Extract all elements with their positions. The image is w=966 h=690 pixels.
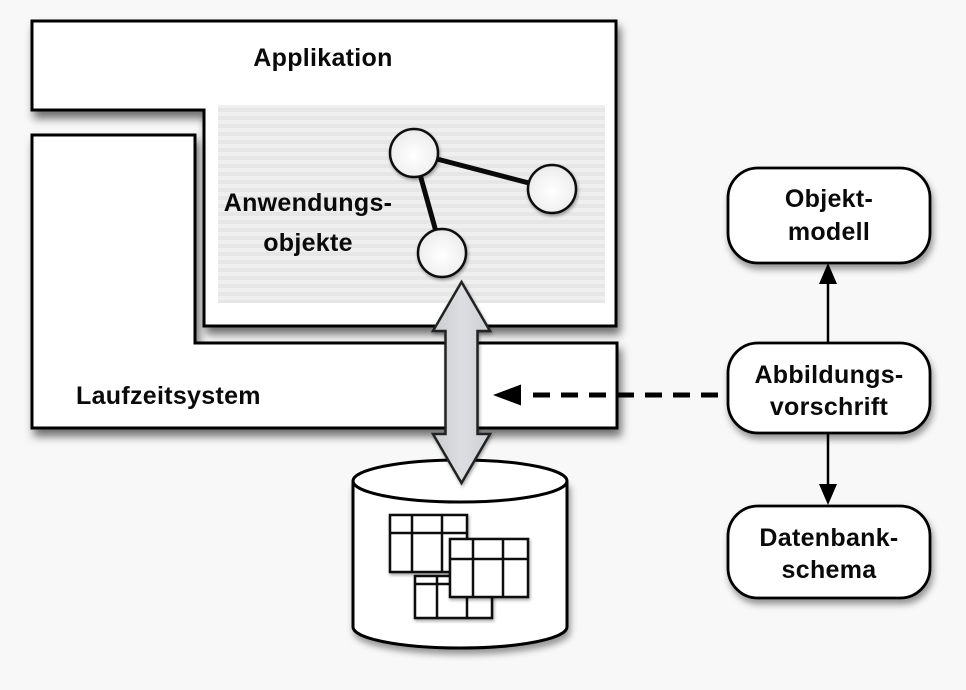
object-model-label-line2: modell <box>788 218 870 246</box>
application-objects-label-line2: objekte <box>263 229 353 257</box>
object-graph-icon <box>388 127 578 279</box>
database-cylinder-icon <box>351 458 569 650</box>
application-label: Applikation <box>253 44 392 72</box>
mapping-rule-label-line2: vorschrift <box>770 393 889 421</box>
mapping-to-db-schema-arrow <box>819 433 837 505</box>
table-icon-2 <box>448 537 530 599</box>
application-objects-label-line1: Anwendungs- <box>224 189 393 217</box>
database-schema-label-line1: Datenbank- <box>759 524 898 552</box>
database-schema-box <box>726 504 932 600</box>
arrow-up-head-icon <box>819 263 837 284</box>
object-node-2 <box>526 163 578 215</box>
mapping-to-object-model-arrow <box>819 263 837 343</box>
mapping-dashed-arrow-icon <box>493 384 718 406</box>
arrow-left-head-icon <box>493 384 521 406</box>
data-transfer-arrow-icon <box>430 279 493 486</box>
arrow-down-head-icon <box>819 484 837 505</box>
mapping-rule-label-line1: Abbildungs- <box>754 361 903 389</box>
object-model-label-line1: Objekt- <box>785 185 873 213</box>
object-model-box <box>726 166 932 265</box>
object-node-3 <box>416 227 468 279</box>
database-schema-label-line2: schema <box>782 556 878 584</box>
runtime-label: Laufzeitsystem <box>76 382 261 410</box>
object-node-1 <box>388 127 440 179</box>
